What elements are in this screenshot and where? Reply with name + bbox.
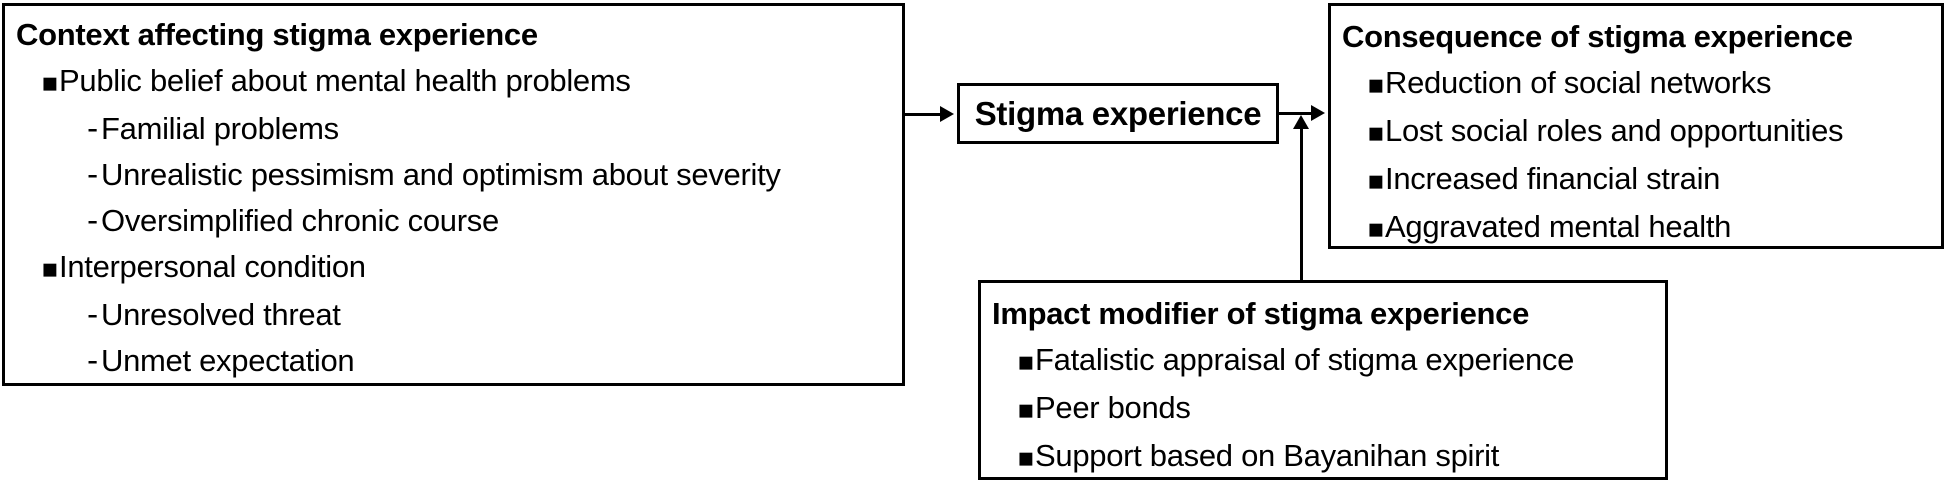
square-bullet-icon: ▪ xyxy=(1017,395,1035,425)
context-item-label: Public belief about mental health proble… xyxy=(59,63,631,98)
square-bullet-icon: ▪ xyxy=(1367,70,1385,100)
context-subitem: -Unrealistic pessimism and optimism abou… xyxy=(16,152,894,198)
dash-bullet-icon: - xyxy=(87,157,98,193)
dash-bullet-icon: - xyxy=(87,343,98,379)
arrow-context-to-stigma-head-icon xyxy=(940,106,954,122)
context-item: ▪Interpersonal condition xyxy=(16,244,894,292)
arrow-modifier-to-path-head-icon xyxy=(1293,115,1309,129)
modifier-box: Impact modifier of stigma experience ▪Fa… xyxy=(978,280,1668,480)
dash-bullet-icon: - xyxy=(87,203,98,239)
modifier-item: ▪Fatalistic appraisal of stigma experien… xyxy=(992,337,1657,385)
context-subitem-label: Unresolved threat xyxy=(101,297,341,332)
context-subitem-label: Unmet expectation xyxy=(101,343,355,378)
modifier-item-label: Peer bonds xyxy=(1035,390,1191,425)
context-item-label: Interpersonal condition xyxy=(59,249,366,284)
square-bullet-icon: ▪ xyxy=(41,254,59,284)
arrow-context-to-stigma-line xyxy=(905,113,943,116)
modifier-item: ▪Support based on Bayanihan spirit xyxy=(992,433,1657,481)
consequence-item-label: Increased financial strain xyxy=(1385,161,1721,196)
consequence-box-title: Consequence of stigma experience xyxy=(1342,19,1853,54)
consequence-item: ▪Increased financial strain xyxy=(1342,156,1933,204)
context-subitem: -Familial problems xyxy=(16,106,894,152)
dash-bullet-icon: - xyxy=(87,297,98,333)
context-box-title: Context affecting stigma experience xyxy=(16,17,538,52)
stigma-experience-label: Stigma experience xyxy=(974,94,1262,132)
context-subitem-label: Familial problems xyxy=(101,111,339,146)
stigma-experience-box: Stigma experience xyxy=(957,83,1279,144)
consequence-box: Consequence of stigma experience ▪Reduct… xyxy=(1328,3,1944,249)
modifier-item-label: Support based on Bayanihan spirit xyxy=(1035,438,1500,473)
modifier-box-title: Impact modifier of stigma experience xyxy=(992,296,1530,331)
context-subitem: -Unresolved threat xyxy=(16,292,894,338)
context-box: Context affecting stigma experience ▪Pub… xyxy=(2,3,905,386)
context-subitem-label: Oversimplified chronic course xyxy=(101,203,499,238)
context-subitem-label: Unrealistic pessimism and optimism about… xyxy=(101,157,781,192)
modifier-item: ▪Peer bonds xyxy=(992,385,1657,433)
dash-bullet-icon: - xyxy=(87,111,98,147)
square-bullet-icon: ▪ xyxy=(1367,214,1385,244)
context-subitem: -Oversimplified chronic course xyxy=(16,198,894,244)
consequence-item: ▪Lost social roles and opportunities xyxy=(1342,108,1933,156)
context-item: ▪Public belief about mental health probl… xyxy=(16,58,894,106)
consequence-item: ▪Reduction of social networks xyxy=(1342,60,1933,108)
arrow-modifier-to-path-line xyxy=(1300,128,1303,280)
arrow-stigma-to-consequence-head-icon xyxy=(1311,105,1325,121)
modifier-item-label: Fatalistic appraisal of stigma experienc… xyxy=(1035,342,1575,377)
consequence-item: ▪Aggravated mental health xyxy=(1342,204,1933,252)
consequence-item-label: Lost social roles and opportunities xyxy=(1385,113,1844,148)
context-subitem: -Unmet expectation xyxy=(16,338,894,384)
consequence-item-label: Aggravated mental health xyxy=(1385,209,1732,244)
square-bullet-icon: ▪ xyxy=(1017,347,1035,377)
arrow-stigma-to-consequence-line xyxy=(1279,112,1313,115)
square-bullet-icon: ▪ xyxy=(1367,118,1385,148)
square-bullet-icon: ▪ xyxy=(1367,166,1385,196)
square-bullet-icon: ▪ xyxy=(1017,443,1035,473)
consequence-item-label: Reduction of social networks xyxy=(1385,65,1772,100)
square-bullet-icon: ▪ xyxy=(41,68,59,98)
